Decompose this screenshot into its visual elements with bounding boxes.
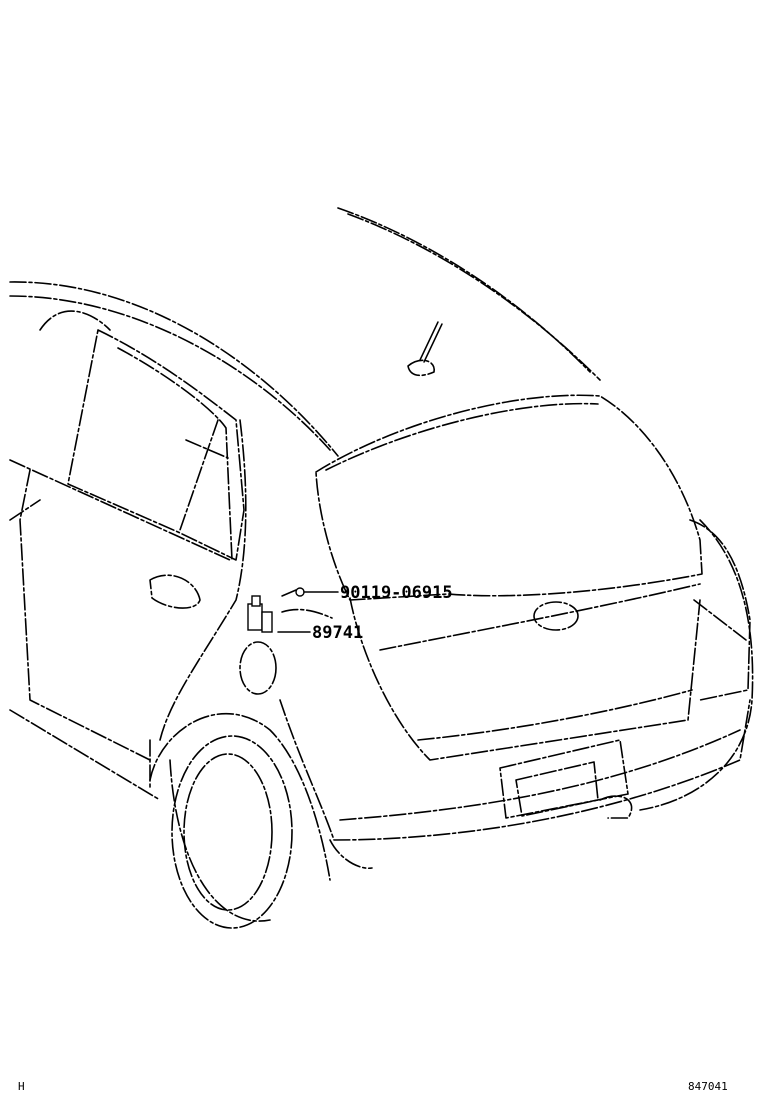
part-number-90119-06915: 90119-06915 xyxy=(340,583,453,603)
car-body-outline xyxy=(9,207,754,929)
diagram-code-right: 847041 xyxy=(688,1080,728,1093)
bolt-part xyxy=(281,587,305,597)
diagram-code-left: H xyxy=(18,1080,25,1093)
bracket-part xyxy=(247,595,333,633)
part-number-89741: 89741 xyxy=(312,623,363,643)
